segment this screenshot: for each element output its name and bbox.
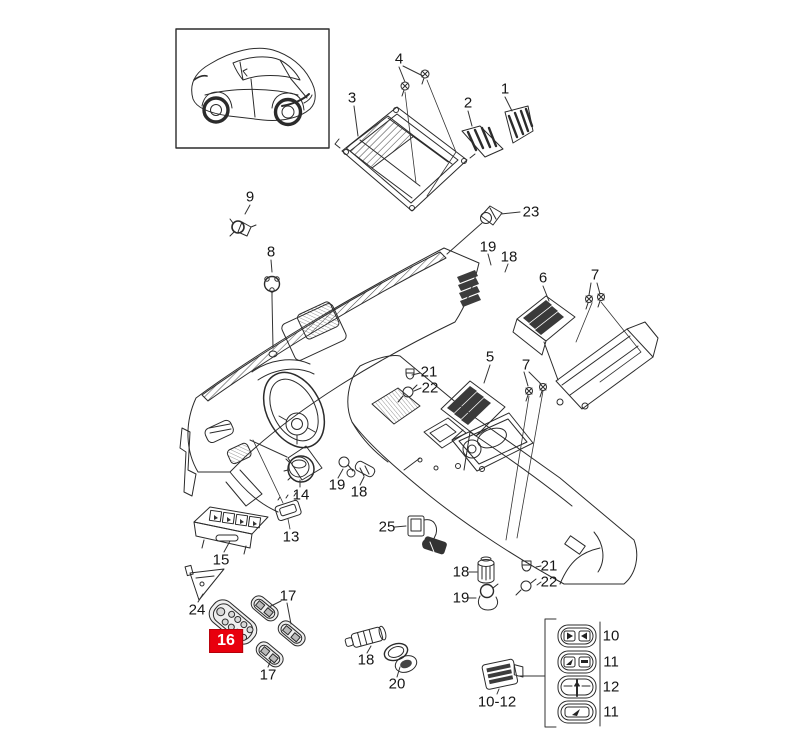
callout-1[interactable]: 1 bbox=[500, 80, 510, 98]
part-8-sensor bbox=[263, 275, 281, 298]
part-24-cover bbox=[184, 564, 225, 601]
callout-18[interactable]: 18 bbox=[452, 563, 470, 581]
part-18-sensor-mid bbox=[354, 460, 376, 478]
part-17-switch-a bbox=[250, 595, 279, 622]
button-11b bbox=[557, 700, 597, 724]
callout-25[interactable]: 25 bbox=[378, 518, 396, 536]
part-21-bulb-right bbox=[521, 560, 532, 572]
callout-8[interactable]: 8 bbox=[266, 243, 276, 261]
part-6-air-vent bbox=[512, 295, 659, 410]
callout-14[interactable]: 14 bbox=[292, 486, 310, 504]
callout-9[interactable]: 9 bbox=[245, 188, 255, 206]
callout-18[interactable]: 18 bbox=[357, 651, 375, 669]
callout-5[interactable]: 5 bbox=[485, 348, 495, 366]
part-5-air-vent bbox=[440, 380, 534, 472]
part-4-screws bbox=[400, 69, 430, 97]
callout-4[interactable]: 4 bbox=[394, 50, 404, 68]
callout-18[interactable]: 18 bbox=[500, 248, 518, 266]
part-19-sensor-right bbox=[477, 583, 499, 611]
part-9-sensor bbox=[229, 218, 257, 237]
callout-22[interactable]: 22 bbox=[540, 573, 558, 591]
part-3-mounting-frame bbox=[334, 106, 476, 212]
callout-17[interactable]: 17 bbox=[279, 587, 297, 605]
button-10 bbox=[557, 624, 597, 648]
callout-13[interactable]: 13 bbox=[282, 528, 300, 546]
callout-17[interactable]: 17 bbox=[259, 666, 277, 684]
callout-19[interactable]: 19 bbox=[328, 476, 346, 494]
callout-21[interactable]: 21 bbox=[420, 363, 438, 381]
leader-lines bbox=[197, 65, 642, 728]
callout-18[interactable]: 18 bbox=[350, 483, 368, 501]
car-overview bbox=[175, 28, 330, 149]
dash-side-vent bbox=[457, 270, 481, 307]
callout-24[interactable]: 24 bbox=[188, 601, 206, 619]
part-18-lighter bbox=[344, 625, 387, 648]
dashboard bbox=[179, 247, 481, 513]
callout-15[interactable]: 15 bbox=[212, 551, 230, 569]
part-15-switch-bank bbox=[193, 506, 269, 555]
callout-3[interactable]: 3 bbox=[347, 89, 357, 107]
callout-19[interactable]: 19 bbox=[479, 238, 497, 256]
callout-22[interactable]: 22 bbox=[421, 379, 439, 397]
steering-wheel bbox=[262, 371, 326, 449]
part-2-trim-strip bbox=[461, 125, 504, 158]
button-12 bbox=[557, 675, 597, 699]
part-23-connector bbox=[480, 205, 503, 226]
callout-7[interactable]: 7 bbox=[590, 266, 600, 284]
button-11a bbox=[557, 650, 597, 674]
callout-19[interactable]: 19 bbox=[452, 589, 470, 607]
part-14-knob bbox=[283, 455, 315, 483]
callout-10[interactable]: 10 bbox=[602, 627, 620, 645]
callout-2[interactable]: 2 bbox=[463, 94, 473, 112]
part-17-switch-b bbox=[277, 620, 306, 647]
part-1-trim-strip bbox=[504, 105, 534, 144]
part-25-bracket bbox=[407, 515, 447, 555]
part-20-socket bbox=[383, 642, 418, 673]
callout-23[interactable]: 23 bbox=[522, 203, 540, 221]
callout-11[interactable]: 11 bbox=[603, 653, 619, 671]
part-22-socket-mid bbox=[397, 384, 418, 403]
part-18-sensor-right bbox=[477, 556, 495, 584]
callout-21[interactable]: 21 bbox=[540, 557, 558, 575]
callout-20[interactable]: 20 bbox=[388, 675, 406, 693]
part-19-sensor-mid bbox=[338, 456, 356, 478]
part-22-socket-right bbox=[515, 578, 537, 596]
part-13-switch bbox=[274, 492, 302, 522]
callout-7[interactable]: 7 bbox=[521, 356, 531, 374]
callout-6[interactable]: 6 bbox=[538, 269, 548, 287]
part-17-switch-c bbox=[255, 641, 284, 668]
part-7-screws-mid bbox=[525, 383, 547, 402]
callout-10-12[interactable]: 10-12 bbox=[477, 693, 517, 711]
callout-16-highlighted[interactable]: 16 bbox=[209, 629, 243, 653]
callout-11[interactable]: 11 bbox=[603, 703, 619, 721]
callout-12[interactable]: 12 bbox=[602, 678, 620, 696]
part-10-12-vent bbox=[481, 658, 524, 690]
